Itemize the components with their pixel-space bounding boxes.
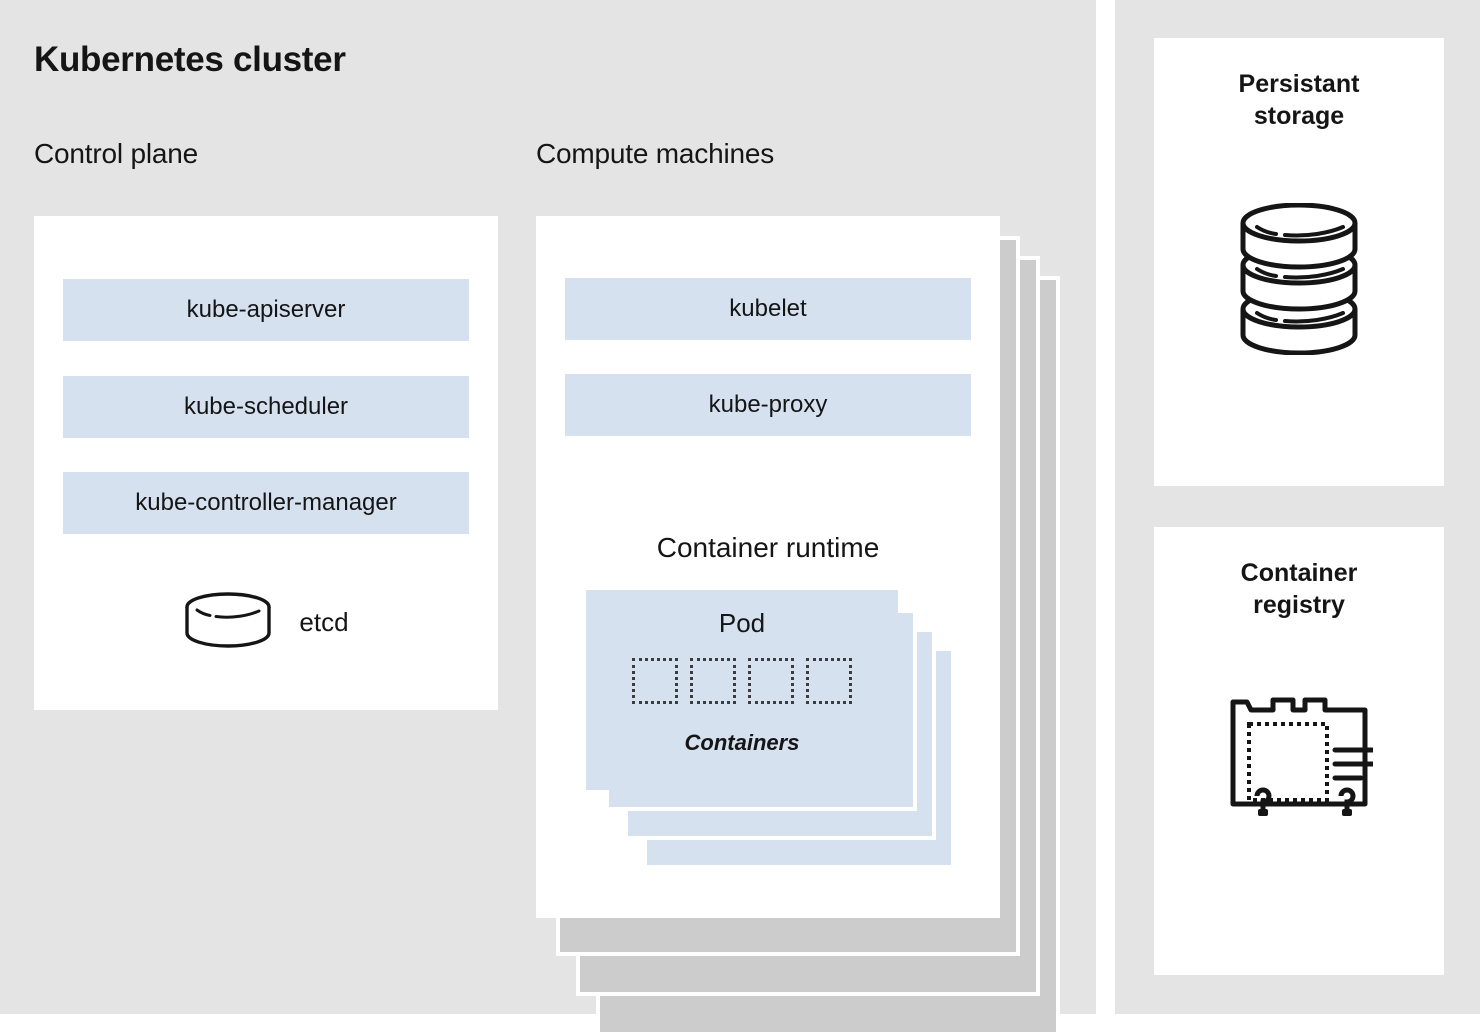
etcd-row: etcd [34,591,498,654]
pod-card[interactable]: Pod Containers [586,590,898,790]
pod-title: Pod [718,608,766,638]
component-kube-apiserver[interactable]: kube-apiserver [63,279,469,341]
component-kubelet[interactable]: kubelet [565,278,971,340]
container-square [806,658,852,704]
persistent-storage-title: Persistant storage [1154,68,1444,132]
component-kube-scheduler[interactable]: kube-scheduler [63,376,469,438]
compute-machine-panel: kubelet kube-proxy Container runtime Pod… [536,216,1000,918]
containers-label: Containers [684,730,800,755]
component-kube-proxy[interactable]: kube-proxy [565,374,971,436]
page-title: Kubernetes cluster [34,40,346,79]
control-plane-label: Control plane [34,138,198,169]
container-square [690,658,736,704]
container-registry-title: Container registry [1154,557,1444,621]
compute-machines-stack: kubelet kube-proxy Container runtime Pod… [536,216,1060,1036]
persistent-storage-title-line1: Persistant [1238,70,1360,98]
containers-row [586,658,898,704]
pod-stack: Pod Containers [586,590,956,870]
crate-registry-icon [1154,692,1444,818]
external-services-region: Persistant storage [1115,0,1480,1014]
container-square [748,658,794,704]
etcd-label: etcd [299,607,349,637]
container-registry-title-line1: Container [1240,559,1358,587]
container-square [632,658,678,704]
component-kube-controller-manager[interactable]: kube-controller-manager [63,472,469,534]
container-runtime-label: Container runtime [656,532,880,563]
kubernetes-cluster-region: Kubernetes cluster Control plane Compute… [0,0,1096,1036]
database-cylinder-icon [183,591,273,654]
container-registry-panel: Container registry [1154,527,1444,975]
persistent-storage-title-line2: storage [1253,102,1345,130]
database-stack-icon [1154,203,1444,355]
persistent-storage-panel: Persistant storage [1154,38,1444,486]
compute-machines-label: Compute machines [536,138,775,169]
container-registry-title-line2: registry [1253,591,1345,619]
control-plane-panel: kube-apiserver kube-scheduler kube-contr… [34,216,498,710]
